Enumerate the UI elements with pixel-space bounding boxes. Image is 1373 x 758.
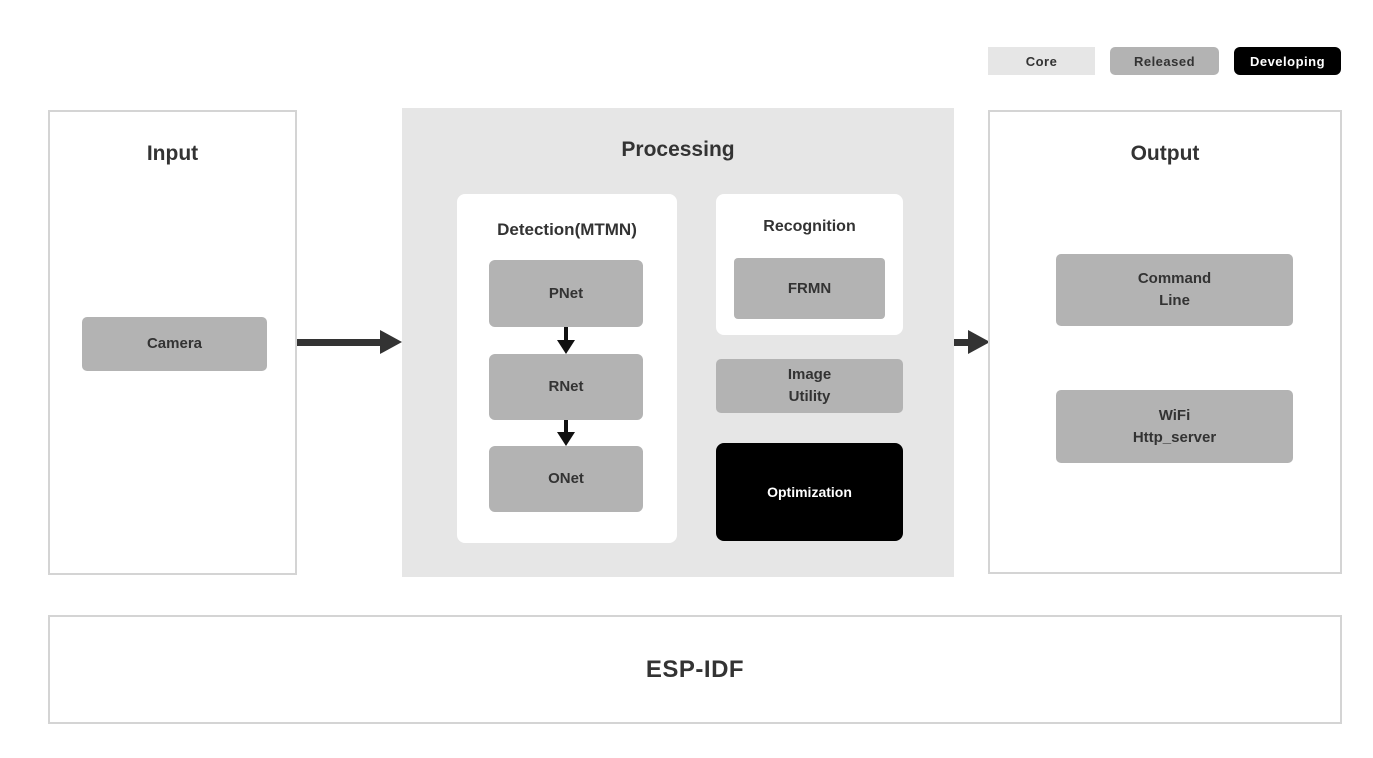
arrow-shaft (954, 339, 970, 346)
image-utility-node: Image Utility (716, 359, 903, 413)
wifi-http-server-node: WiFi Http_server (1056, 390, 1293, 463)
legend-item-developing: Developing (1234, 47, 1341, 75)
input-panel-title: Input (146, 142, 199, 165)
optimization-node: Optimization (716, 443, 903, 541)
output-panel-title: Output (1130, 142, 1200, 165)
detection-group: Detection(MTMN) PNet RNet ONet (457, 194, 677, 543)
rnet-node: RNet (489, 354, 643, 420)
input-to-processing-arrow (297, 330, 402, 354)
command-line-label-line1: Command (1137, 270, 1212, 288)
arrow-shaft (564, 420, 568, 433)
legend-item-released: Released (1110, 47, 1219, 75)
camera-node: Camera (82, 317, 267, 371)
command-line-node: Command Line (1056, 254, 1293, 326)
arrow-head-icon (557, 340, 575, 354)
image-utility-label-line2: Utility (788, 388, 831, 405)
wifi-label-line1: WiFi (1158, 406, 1191, 424)
arrow-head-icon (557, 432, 575, 446)
rnet-to-onet-arrow (557, 420, 575, 446)
pnet-to-rnet-arrow (557, 327, 575, 354)
output-panel: Output Command Line WiFi Http_server (988, 110, 1342, 574)
onet-node: ONet (489, 446, 643, 512)
legend-item-core: Core (988, 47, 1095, 75)
pnet-node: PNet (489, 260, 643, 327)
esp-idf-title: ESP-IDF (645, 655, 745, 683)
processing-to-output-arrow (954, 330, 990, 354)
arrow-shaft (564, 327, 568, 341)
legend: Core Released Developing (988, 47, 1341, 75)
esp-idf-panel: ESP-IDF (48, 615, 1342, 724)
frmn-node: FRMN (734, 258, 885, 319)
recognition-group-title: Recognition (763, 218, 856, 235)
arrow-shaft (297, 339, 381, 346)
input-panel: Input Camera (48, 110, 297, 575)
arrow-head-icon (380, 330, 402, 354)
command-line-label-line2: Line (1159, 292, 1190, 309)
processing-panel: Processing Detection(MTMN) PNet RNet ONe… (402, 108, 954, 577)
wifi-label-line2: Http_server (1132, 428, 1217, 446)
arrow-head-icon (968, 330, 990, 354)
processing-panel-title: Processing (621, 138, 735, 161)
recognition-group: Recognition FRMN (716, 194, 903, 335)
image-utility-label-line1: Image (787, 366, 832, 384)
detection-group-title: Detection(MTMN) (497, 220, 637, 239)
